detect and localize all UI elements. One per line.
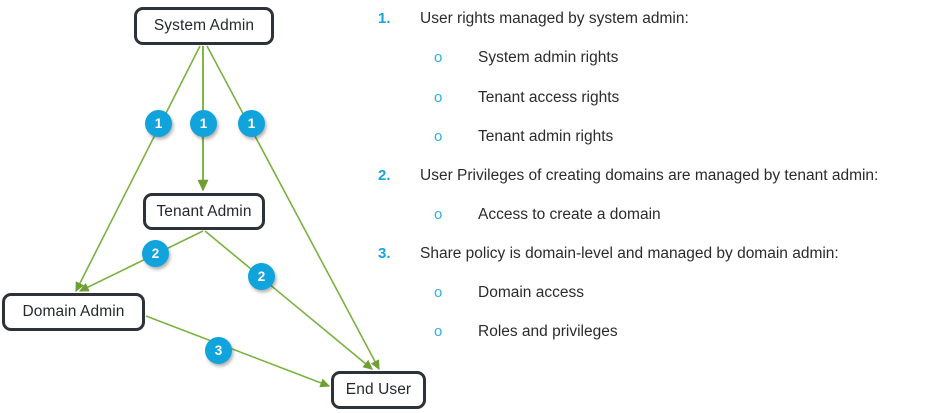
list-item-text: Share policy is domain-level and managed… xyxy=(420,245,839,262)
node-system-admin-label: System Admin xyxy=(153,17,255,34)
list-bullet-marker: o xyxy=(434,284,443,301)
list-item: o Tenant access rights xyxy=(434,89,619,107)
list-item-text: Tenant access rights xyxy=(478,89,620,106)
list-bullet-marker: o xyxy=(434,128,443,145)
edge-connector-layer xyxy=(75,45,380,388)
edge-badge-1-left-label: 1 xyxy=(154,115,163,131)
hierarchy-diagram: System Admin Tenant Admin Domain Admin E… xyxy=(0,0,450,413)
edge-tenant-admin-to-end-user xyxy=(204,230,373,370)
list-item: 3. Share policy is domain-level and mana… xyxy=(378,245,839,263)
edge-system-admin-to-end-user xyxy=(206,45,380,371)
node-tenant-admin[interactable]: Tenant Admin xyxy=(143,193,265,230)
node-end-user[interactable]: End User xyxy=(331,371,426,409)
edge-badge-2-right[interactable]: 2 xyxy=(248,263,275,290)
edge-badge-1-center[interactable]: 1 xyxy=(190,110,217,137)
list-bullet-marker: o xyxy=(434,206,443,223)
node-system-admin[interactable]: System Admin xyxy=(134,7,274,45)
list-item-text: Access to create a domain xyxy=(478,206,661,223)
edge-badge-1-right-label: 1 xyxy=(247,115,256,131)
list-item: o Domain access xyxy=(434,284,584,302)
list-marker: 1. xyxy=(378,10,391,27)
list-item: o Access to create a domain xyxy=(434,206,661,224)
list-item-text: Roles and privileges xyxy=(478,323,618,340)
edge-badge-2-right-label: 2 xyxy=(257,268,266,284)
edge-badge-1-left[interactable]: 1 xyxy=(145,110,172,137)
node-domain-admin[interactable]: Domain Admin xyxy=(2,293,145,331)
list-item: 2. User Privileges of creating domains a… xyxy=(378,167,878,185)
list-item-text: Tenant admin rights xyxy=(478,128,614,145)
list-bullet-marker: o xyxy=(434,323,443,340)
node-end-user-label: End User xyxy=(345,381,412,398)
node-domain-admin-label: Domain Admin xyxy=(22,303,125,320)
list-bullet-marker: o xyxy=(434,49,443,66)
list-item-text: System admin rights xyxy=(478,49,619,66)
edge-badge-2-left-label: 2 xyxy=(151,245,160,261)
edge-badge-1-right[interactable]: 1 xyxy=(238,110,265,137)
node-tenant-admin-label: Tenant Admin xyxy=(156,202,252,220)
legend-list: 1. User rights managed by system admin: … xyxy=(372,0,947,413)
list-item: o System admin rights xyxy=(434,49,618,67)
edge-domain-admin-to-end-user xyxy=(145,315,331,388)
edge-system-admin-to-domain-admin xyxy=(75,45,201,293)
edge-badge-2-left[interactable]: 2 xyxy=(142,240,169,267)
list-item-text: User rights managed by system admin: xyxy=(420,10,689,27)
list-marker: 2. xyxy=(378,167,391,184)
list-marker: 3. xyxy=(378,245,391,262)
list-item: 1. User rights managed by system admin: xyxy=(378,10,689,28)
list-item-text: Domain access xyxy=(478,284,584,301)
edge-badge-1-center-label: 1 xyxy=(199,115,208,131)
edge-tenant-admin-to-domain-admin xyxy=(78,230,204,292)
list-item-text: User Privileges of creating domains are … xyxy=(420,167,879,184)
list-item: o Tenant admin rights xyxy=(434,128,613,146)
list-bullet-marker: o xyxy=(434,89,443,106)
list-item: o Roles and privileges xyxy=(434,323,618,341)
edge-badge-3-label: 3 xyxy=(214,342,223,358)
edge-badge-3[interactable]: 3 xyxy=(205,337,232,364)
